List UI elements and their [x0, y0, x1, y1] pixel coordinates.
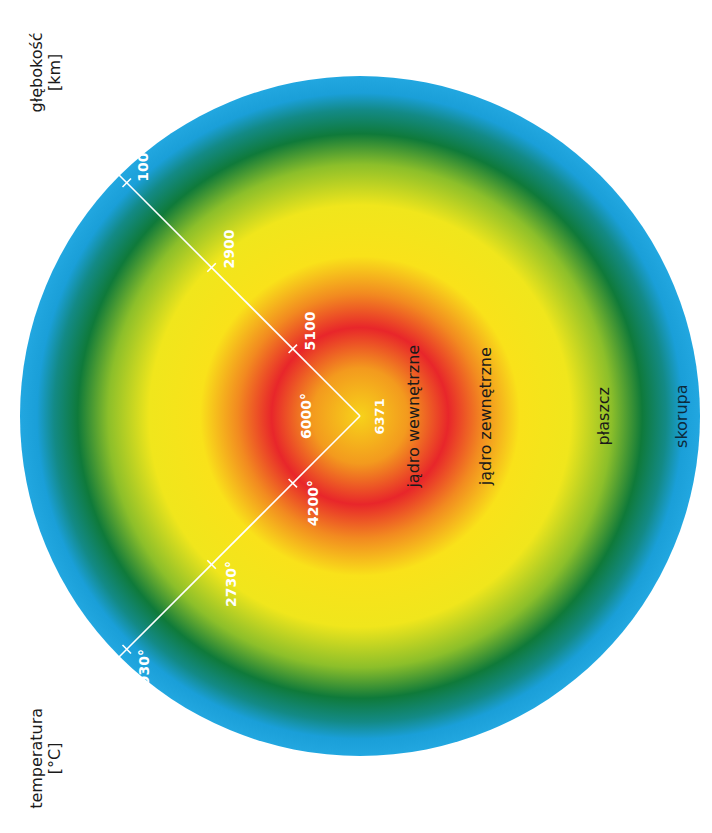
axis-title: temperatura [°C]: [28, 703, 65, 813]
earth-cross-section: [20, 76, 700, 756]
layer-name: płaszcz: [595, 387, 613, 445]
depth-value: 5100: [303, 311, 319, 350]
depth-value: 6371: [373, 398, 388, 434]
depth-value: 2900: [221, 230, 237, 269]
temperature-value: 930°: [136, 649, 152, 685]
depth-value: 100: [134, 152, 150, 181]
scale-lines: [116, 172, 360, 660]
layer-name: jądro wewnętrzne: [405, 345, 423, 488]
temperature-value: 2730°: [223, 561, 239, 607]
axis-title: głębokość [km]: [28, 24, 65, 120]
temperature-value: 4200°: [305, 480, 321, 526]
layer-name: jądro zewnętrzne: [477, 347, 495, 485]
layer-name: skorupa: [673, 384, 691, 448]
temperature-value: 6000°: [298, 393, 314, 439]
